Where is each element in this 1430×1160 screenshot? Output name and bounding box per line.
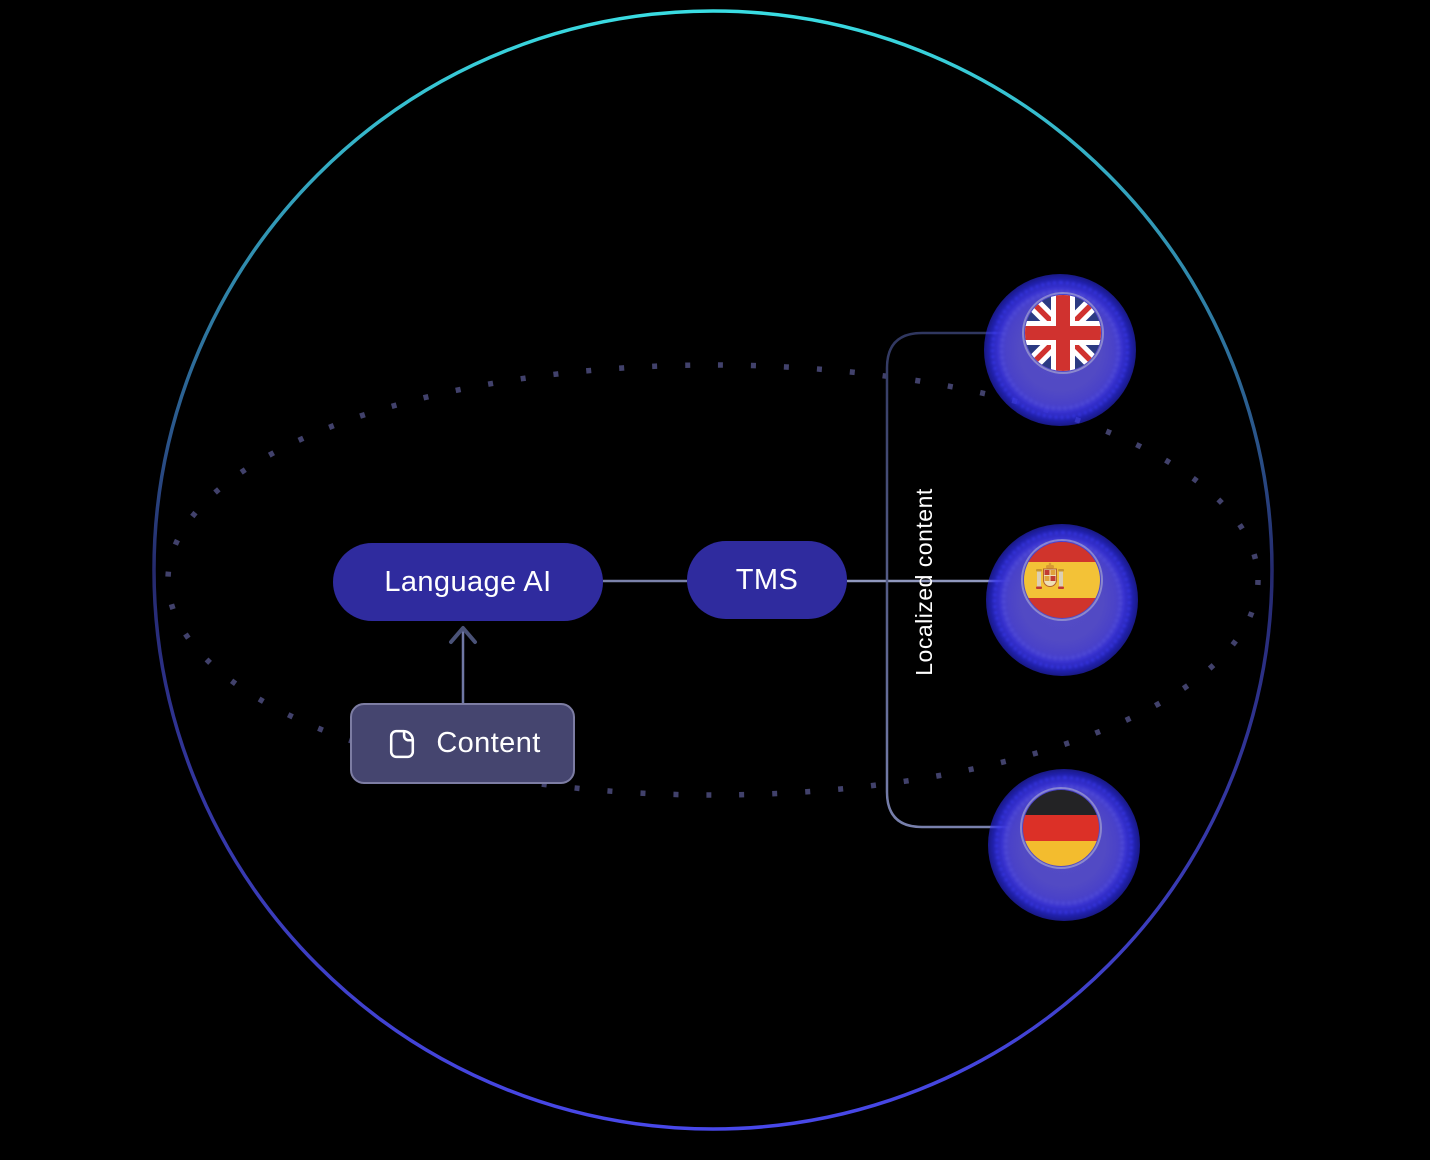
tms-node: TMS	[687, 541, 847, 619]
germany-flag-icon	[1023, 790, 1099, 866]
language-ai-label: Language AI	[384, 565, 552, 598]
document-icon	[390, 729, 415, 758]
spain-flag-icon	[1024, 542, 1100, 618]
localized-content-label: Localized content	[910, 488, 937, 676]
spain-coat-of-arms	[1036, 562, 1064, 589]
content-label: Content	[436, 727, 541, 759]
uk-flag-icon	[1025, 295, 1101, 371]
bracket-tms-flags	[885, 331, 1022, 829]
tms-label: TMS	[735, 563, 799, 596]
dotted-orbit-ellipse	[165, 362, 1261, 798]
arrowhead-up-icon	[449, 626, 477, 644]
language-ai-node: Language AI	[333, 543, 603, 621]
outer-gradient-circle	[152, 9, 1274, 1131]
content-node: Content	[350, 703, 575, 784]
